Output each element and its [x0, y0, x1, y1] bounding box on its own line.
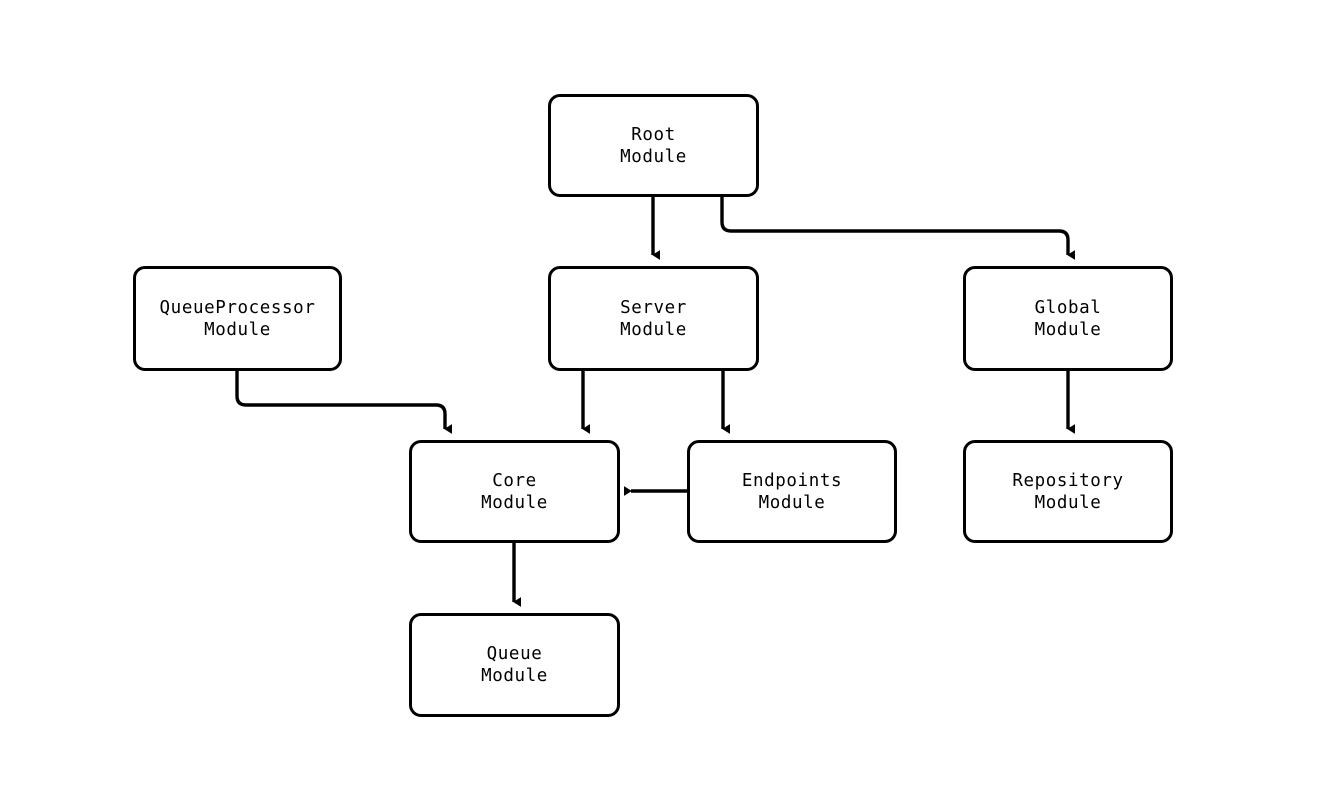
node-core-module-subtitle: Module [481, 492, 548, 513]
node-global-module-title: Global [1034, 297, 1102, 318]
node-core-module[interactable]: Core Module [409, 440, 620, 543]
node-global-module-subtitle: Module [1034, 319, 1102, 340]
node-queue-module[interactable]: Queue Module [409, 613, 620, 717]
node-endpoints-module[interactable]: Endpoints Module [687, 440, 897, 543]
edge-queueprocessor-to-core [235, 371, 453, 434]
node-server-module[interactable]: Server Module [548, 266, 759, 371]
node-repository-module-title: Repository [1012, 470, 1124, 491]
node-repository-module[interactable]: Repository Module [963, 440, 1173, 543]
edge-root-to-global [720, 197, 1076, 260]
node-root-module-subtitle: Module [620, 146, 687, 167]
node-queue-module-title: Queue [486, 644, 543, 664]
node-root-module-title: Root [631, 124, 676, 145]
node-endpoints-module-subtitle: Module [758, 492, 826, 513]
node-server-module-title: Server [620, 297, 687, 318]
node-queueprocessor-module-subtitle: Module [204, 319, 271, 340]
node-queueprocessor-module-title: QueueProcessor [159, 297, 316, 318]
node-core-module-title: Core [492, 470, 537, 491]
node-endpoints-module-title: Endpoints [741, 470, 843, 491]
node-repository-module-subtitle: Module [1034, 492, 1102, 513]
node-global-module[interactable]: Global Module [963, 266, 1173, 371]
node-queue-module-subtitle: Module [481, 666, 548, 686]
node-queueprocessor-module[interactable]: QueueProcessor Module [133, 266, 342, 371]
node-server-module-subtitle: Module [620, 319, 687, 340]
node-root-module[interactable]: Root Module [548, 94, 759, 197]
